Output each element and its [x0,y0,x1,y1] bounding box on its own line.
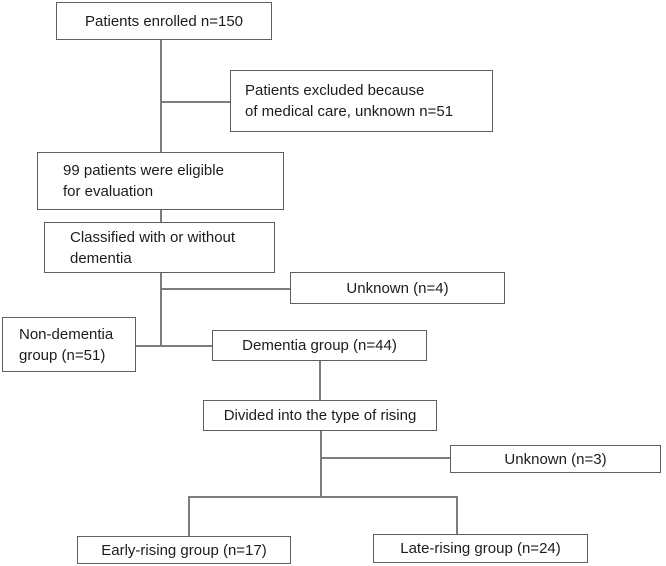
box-dementia-group: Dementia group (n=44) [212,330,427,361]
connector-eligible-to-classified [160,209,162,223]
connector-dementia-to-divided [319,360,321,401]
box-early-rising-group: Early-rising group (n=17) [77,536,291,564]
connector-split-bar [188,496,458,498]
box-late-rising-group: Late-rising group (n=24) [373,534,588,563]
box-classified-dementia: Classified with or without dementia [44,222,275,273]
box-patients-enrolled: Patients enrolled n=150 [56,2,272,40]
connector-to-excluded [160,101,231,103]
box-unknown-rising: Unknown (n=3) [450,445,661,473]
connector-enrolled-to-eligible [160,39,162,152]
box-divided-type-of-rising: Divided into the type of rising [203,400,437,431]
connector-to-unknown-dementia [160,288,290,290]
connector-classified-down [160,272,162,346]
connector-to-unknown-rising [320,457,451,459]
connector-to-early-rising [188,496,190,536]
box-patients-excluded: Patients excluded because of medical car… [230,70,493,132]
connector-divided-down [320,430,322,497]
connector-nondementia-dementia [135,345,213,347]
box-unknown-dementia: Unknown (n=4) [290,272,505,304]
box-eligible-patients: 99 patients were eligible for evaluation [37,152,284,210]
box-non-dementia-group: Non-dementia group (n=51) [2,317,136,372]
connector-to-late-rising [456,496,458,534]
